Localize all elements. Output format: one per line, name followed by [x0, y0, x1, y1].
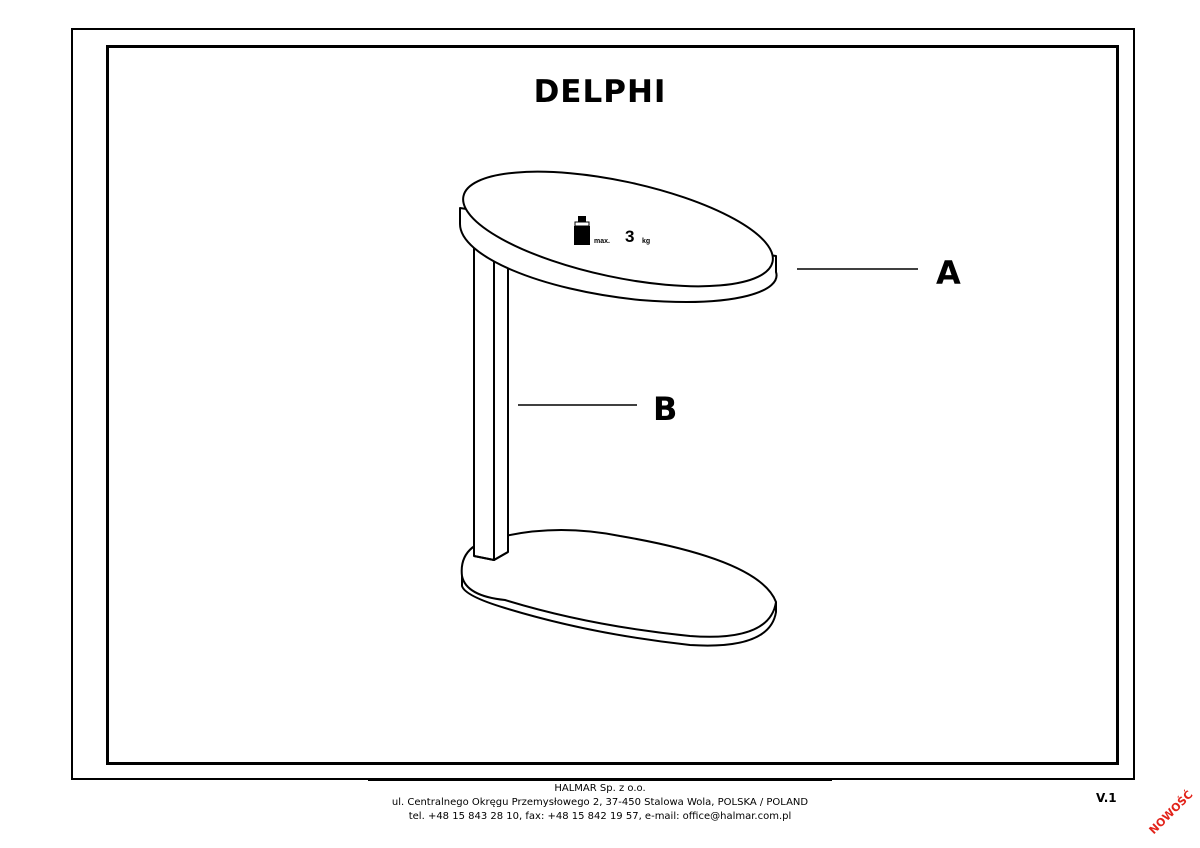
- tabletop-part-a: [459, 170, 778, 303]
- footer-divider: [368, 780, 832, 781]
- outer-frame: [71, 28, 1135, 780]
- footer-address: ul. Centralnego Okręgu Przemysłowego 2, …: [391, 797, 809, 808]
- footer-company: HALMAR Sp. z o.o.: [554, 783, 646, 794]
- load-prefix: max.: [594, 238, 610, 245]
- load-value: 3: [625, 227, 634, 246]
- footer-contact: tel. +48 15 843 28 10, fax: +48 15 842 1…: [408, 811, 792, 822]
- footer: HALMAR Sp. z o.o. ul. Centralnego Okręgu…: [0, 782, 1200, 824]
- base-plate: [460, 529, 777, 647]
- load-unit: kg: [642, 238, 650, 245]
- column-part-b: [473, 231, 509, 561]
- part-label-a: A: [936, 254, 961, 292]
- weight-icon: [574, 216, 590, 245]
- drawing-frame: [106, 45, 1119, 765]
- part-label-b: B: [653, 390, 677, 428]
- version-label: V.1: [1096, 791, 1117, 805]
- product-title: DELPHI: [533, 74, 667, 110]
